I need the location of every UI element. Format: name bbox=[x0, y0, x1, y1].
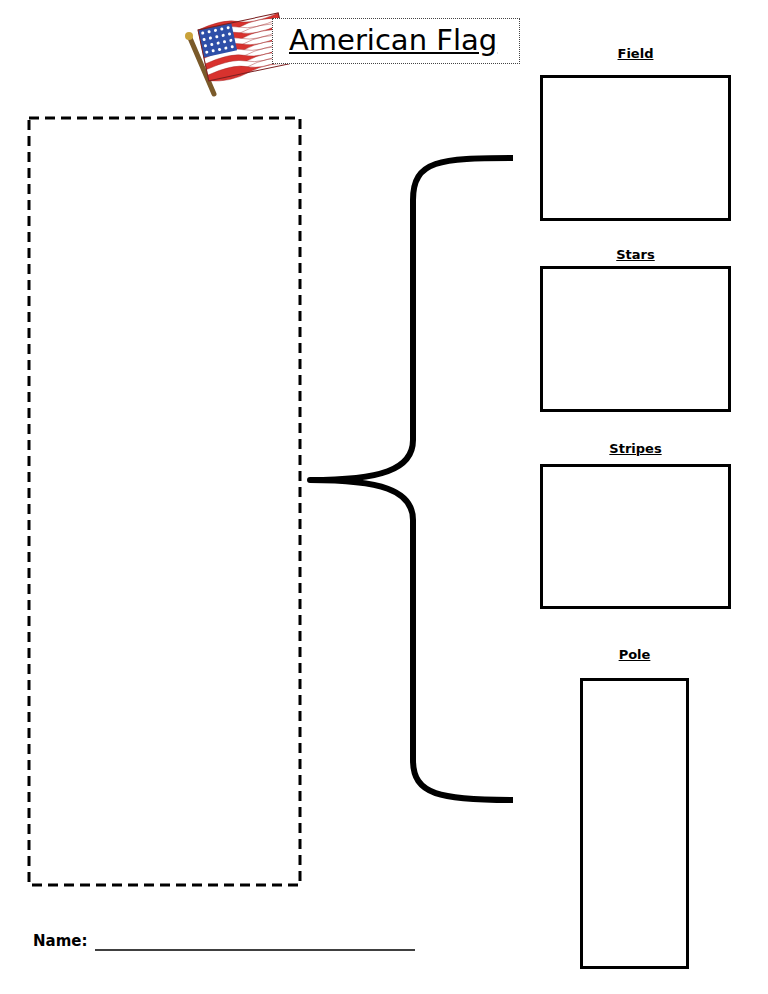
title-frame: American Flag bbox=[272, 18, 520, 64]
flag-star bbox=[202, 38, 206, 42]
box-frame bbox=[580, 678, 689, 969]
flag-star bbox=[230, 45, 234, 49]
flag-star bbox=[207, 30, 211, 34]
flag-star bbox=[216, 41, 220, 45]
flag-star bbox=[221, 34, 225, 38]
flag-star bbox=[223, 40, 227, 44]
flag-star bbox=[226, 26, 230, 30]
box-frame bbox=[540, 464, 731, 609]
box-heading: Field bbox=[540, 46, 731, 61]
answer-box: Stripes bbox=[540, 441, 731, 609]
flag-canton bbox=[198, 23, 237, 57]
box-heading: Pole bbox=[580, 647, 689, 662]
brace bbox=[310, 158, 513, 800]
answer-box: Stars bbox=[540, 247, 731, 412]
flag-star bbox=[229, 39, 233, 43]
flag-star bbox=[209, 36, 213, 40]
flag-star bbox=[205, 50, 209, 54]
flag-star bbox=[201, 31, 205, 35]
flag-star bbox=[204, 44, 208, 48]
answer-box: Field bbox=[540, 46, 731, 221]
answer-box: Pole bbox=[580, 647, 689, 969]
box-frame bbox=[540, 75, 731, 221]
flag-star bbox=[211, 49, 215, 53]
drawing-area bbox=[29, 118, 300, 885]
box-frame bbox=[540, 266, 731, 412]
name-line bbox=[95, 949, 415, 951]
box-heading: Stripes bbox=[540, 441, 731, 456]
flag-star bbox=[228, 32, 232, 36]
flag-star bbox=[220, 27, 224, 31]
flag-star bbox=[218, 48, 222, 52]
box-heading: Stars bbox=[540, 247, 731, 262]
flag-star bbox=[215, 35, 219, 39]
flag-star bbox=[214, 29, 218, 33]
flag-star bbox=[210, 43, 214, 47]
flag-star bbox=[224, 46, 228, 50]
title: American Flag bbox=[289, 23, 497, 57]
pole-finial bbox=[185, 32, 193, 40]
name-label: Name: bbox=[33, 932, 87, 950]
